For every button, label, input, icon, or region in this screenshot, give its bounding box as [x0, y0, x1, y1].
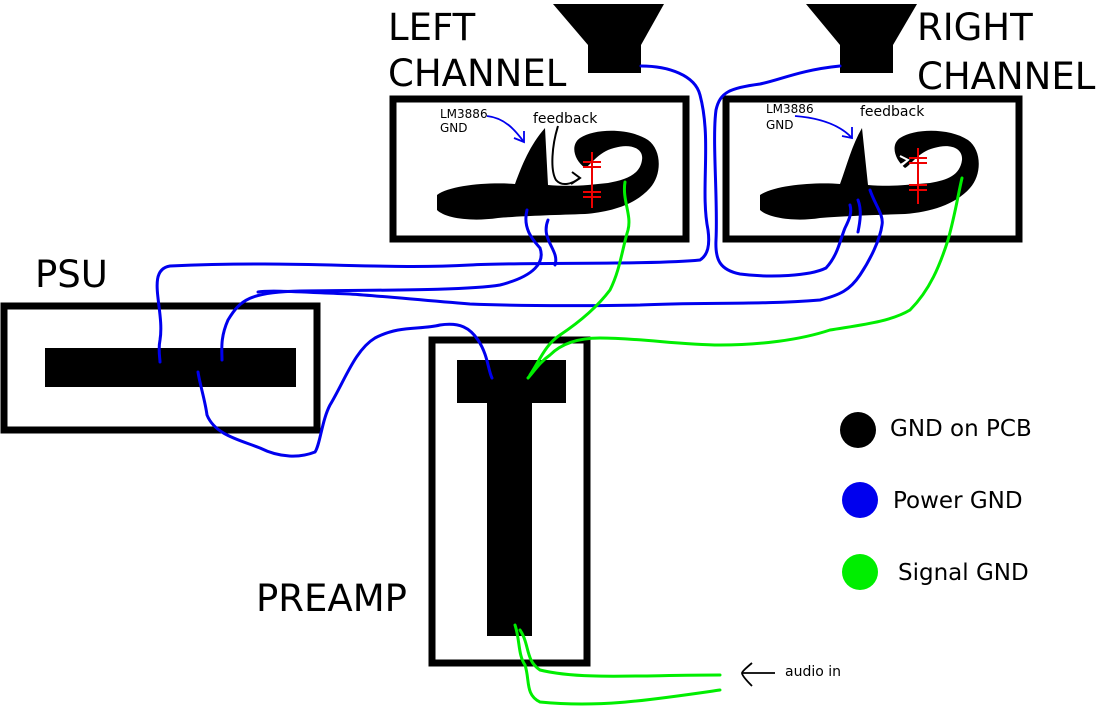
right-pcb-ground-plane — [760, 128, 979, 220]
left-lm3886-label-line1: LM3886 — [440, 107, 488, 121]
right-channel-label-line1: RIGHT — [917, 6, 1033, 49]
audio-in-arrow-icon — [741, 662, 775, 687]
legend-swatch-power-gnd — [842, 482, 878, 518]
right-channel-label-line2: CHANNEL — [917, 55, 1096, 98]
left-feedback-capacitors — [583, 152, 601, 208]
signal-gnd-wires — [513, 176, 964, 706]
legend-label-power-gnd: Power GND — [893, 488, 1023, 514]
right-lm3886-label-line2: GND — [766, 118, 794, 132]
preamp-box — [428, 336, 591, 667]
power-gnd-wires — [155, 64, 884, 458]
preamp-ground-plane — [457, 360, 566, 636]
left-feedback-label: feedback — [533, 111, 598, 127]
right-lm3886-arrow-icon — [794, 115, 853, 140]
right-feedback-label: feedback — [860, 104, 925, 120]
right-feedback-arrow-icon — [876, 125, 910, 170]
right-speaker-icon — [806, 4, 917, 73]
preamp-label: PREAMP — [256, 577, 407, 620]
left-pcb-ground-plane — [437, 128, 659, 220]
psu-label: PSU — [35, 253, 108, 296]
audio-in-label: audio in — [785, 664, 841, 680]
psu-box — [0, 302, 321, 434]
legend-label-pcb-gnd: GND on PCB — [890, 416, 1032, 442]
left-channel-label-line2: CHANNEL — [388, 52, 567, 95]
left-channel-box — [389, 95, 690, 243]
legend-swatch-signal-gnd — [842, 554, 878, 590]
left-lm3886-label-line2: GND — [440, 121, 468, 135]
right-feedback-capacitors — [909, 148, 927, 204]
legend-label-signal-gnd: Signal GND — [898, 560, 1029, 586]
left-lm3886-arrow-icon — [486, 115, 525, 144]
left-channel-label-line1: LEFT — [388, 6, 476, 49]
legend: GND on PCB Power GND Signal GND — [840, 412, 1032, 590]
right-channel-box — [722, 95, 1023, 243]
left-feedback-arrow-icon — [551, 125, 582, 186]
left-speaker-icon — [553, 4, 664, 73]
legend-swatch-pcb-gnd — [840, 412, 876, 448]
psu-ground-bar — [45, 348, 296, 387]
right-lm3886-label-line1: LM3886 — [766, 102, 814, 116]
